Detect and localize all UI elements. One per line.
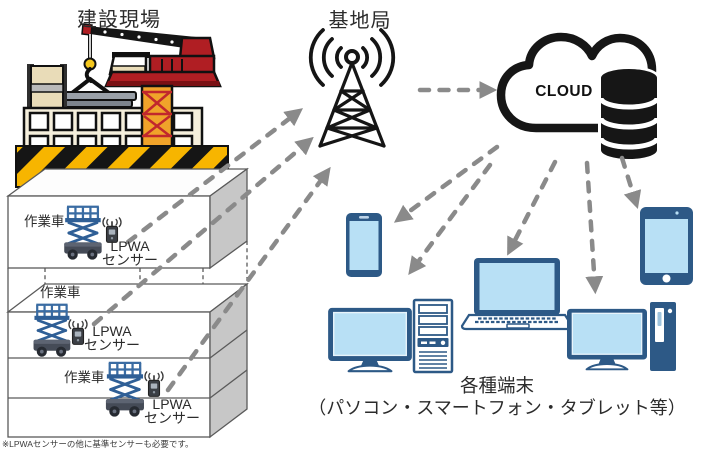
monitor-icon: [327, 307, 413, 373]
slim-tower-pc-icon: [650, 302, 676, 371]
arrow-cloud-to-laptop: [507, 159, 558, 256]
arrow-cloud-to-tablet: [619, 155, 642, 210]
downlink-arrows: [393, 144, 642, 295]
monitor-icon: [566, 308, 648, 371]
site-title: 建設現場: [77, 9, 161, 31]
smartphone-icon: [346, 213, 382, 277]
database-icon: [598, 66, 660, 162]
construction-site-illustration: [15, 23, 229, 188]
laptop-icon: [460, 258, 574, 331]
footnote: ※LPWAセンサーの他に基準センサーも必要です。: [2, 439, 194, 449]
sensor-label-floor-3: LPWA センサー: [144, 397, 200, 425]
desktop-pc-left-icon: [327, 298, 454, 374]
sensor-label-line2: センサー: [144, 410, 200, 426]
crane-mast-icon: [140, 84, 174, 152]
vehicle-label-floor-2: 作業車: [40, 285, 81, 300]
sensor-label-line1: LPWA: [92, 323, 132, 339]
sensor-label-floor-1: LPWA センサー: [102, 239, 158, 267]
terminals-sublabel: （パソコン・スマートフォン・タブレット等）: [308, 398, 686, 418]
column-form-icon: [27, 64, 67, 114]
sensor-label-line2: センサー: [102, 252, 158, 268]
arrow-cloud-to-smartphone: [393, 144, 500, 223]
arrow-sensor2-to-base-station: [91, 136, 314, 327]
terminals-label: 各種端末: [459, 375, 535, 396]
arrow-sensor3-to-base-station: [165, 166, 331, 393]
tablet-icon: [640, 207, 693, 285]
arrow-cloud-to-desktop-left: [408, 162, 493, 276]
vehicle-label-floor-1: 作業車: [24, 214, 65, 229]
cloud-label: CLOUD: [535, 83, 593, 100]
sensor-label-floor-2: LPWA センサー: [84, 324, 140, 352]
uplink-arrows: [91, 81, 498, 393]
sensor-label-line2: センサー: [84, 337, 140, 353]
base-station-label: 基地局: [328, 10, 392, 32]
arrow-cloud-to-desktop-right: [584, 160, 604, 295]
tower-pc-icon: [412, 298, 454, 374]
crane-body-icon: [104, 36, 222, 88]
desktop-pc-right-icon: [566, 302, 676, 371]
arrow-sensor1-to-base-station: [125, 108, 304, 245]
radio-waves-icon: [308, 28, 396, 87]
crane-boom-icon: [81, 23, 198, 50]
sensor-label-line1: LPWA: [110, 238, 150, 254]
radio-tower-icon: [308, 28, 396, 148]
vehicle-label-floor-3: 作業車: [64, 370, 105, 385]
sensor-label-line1: LPWA: [152, 396, 192, 412]
